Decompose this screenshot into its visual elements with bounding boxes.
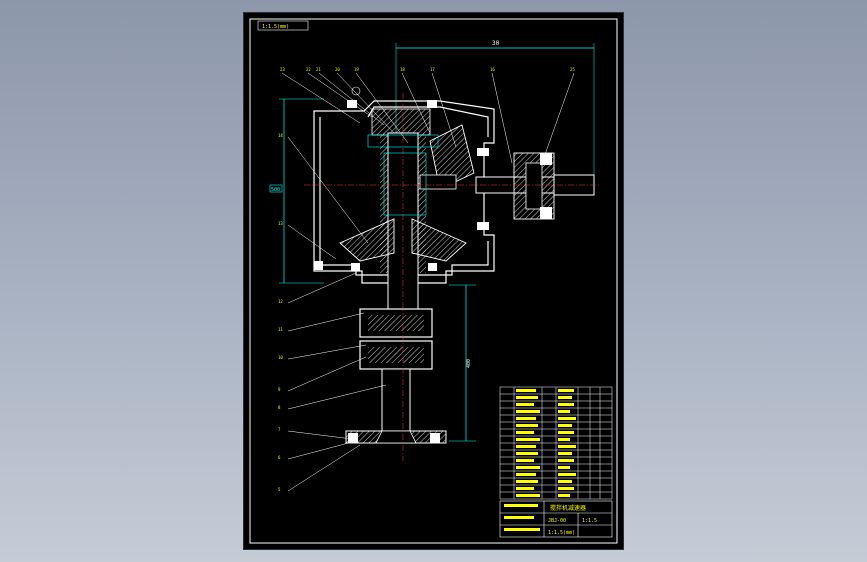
balloon-top-21: 21 (316, 67, 321, 72)
dimension-top-label: 30 (492, 40, 500, 47)
leader-lines-top (281, 72, 575, 164)
bevel-gear-large (339, 218, 467, 262)
title-block-frame (499, 500, 613, 538)
dimension-left-label: 500 (271, 187, 280, 193)
balloon-left-12: 12 (278, 299, 283, 304)
balloon-top-22: 22 (306, 67, 311, 72)
center-detail-box (383, 152, 427, 216)
title-block-title: 搅拌机减速器 (550, 504, 586, 512)
parts-list-text (516, 389, 576, 497)
title-block-sheet-tag: 1:1.5(mm) (548, 530, 575, 536)
parts-list (499, 386, 613, 500)
balloon-top-18: 18 (400, 67, 405, 72)
balloons-left: 14 13 12 11 10 9 8 7 6 5 (278, 133, 283, 492)
input-shaft (475, 152, 595, 220)
reference-circle (351, 86, 361, 96)
main-shaft-hatch-right (418, 133, 426, 273)
title-block-text-marks (504, 504, 540, 531)
bottom-flange (345, 430, 447, 444)
coupling-lower (359, 340, 433, 370)
balloon-top-25: 25 (570, 67, 575, 72)
balloon-top-23: 23 (280, 67, 285, 72)
bevel-gear-pinion (419, 124, 475, 190)
top-bolts (314, 100, 489, 271)
assembly-drawing: 1:1.5(mm) 30 500 400 (249, 18, 618, 544)
title-block-drawing-no: JBJ-00 (548, 518, 566, 524)
lower-shaft (381, 368, 411, 432)
balloon-top-16: 16 (490, 67, 495, 72)
balloon-left-9: 9 (278, 387, 281, 392)
dimension-right: 400 (449, 284, 476, 442)
balloon-left-11: 11 (278, 327, 283, 332)
dimension-left: 500 (269, 98, 324, 284)
leader-lines-left (287, 136, 387, 492)
balloon-left-5: 5 (278, 487, 281, 492)
balloon-left-7: 7 (278, 427, 281, 432)
title-tag-box (257, 20, 309, 31)
balloons-top: 23 22 21 20 19 18 17 16 25 (280, 67, 575, 72)
sheet-border (249, 18, 618, 544)
coupling-upper (359, 308, 433, 338)
title-block-scale: 1:1.5 (582, 518, 597, 524)
dimension-right-label: 400 (466, 359, 472, 368)
balloon-left-13: 13 (278, 221, 283, 226)
balloon-top-17: 17 (430, 67, 435, 72)
drawing-sheet: 1:1.5(mm) 30 500 400 (244, 13, 623, 549)
upper-housing-hatch (371, 108, 431, 136)
title-tag: 1:1.5(mm) (262, 24, 289, 30)
balloon-top-20: 20 (335, 67, 340, 72)
balloon-left-8: 8 (278, 405, 281, 410)
balloon-left-10: 10 (278, 355, 283, 360)
balloon-top-19: 19 (354, 67, 359, 72)
center-lines (304, 93, 600, 461)
balloon-left-6: 6 (278, 455, 281, 460)
balloon-left-14: 14 (278, 133, 283, 138)
